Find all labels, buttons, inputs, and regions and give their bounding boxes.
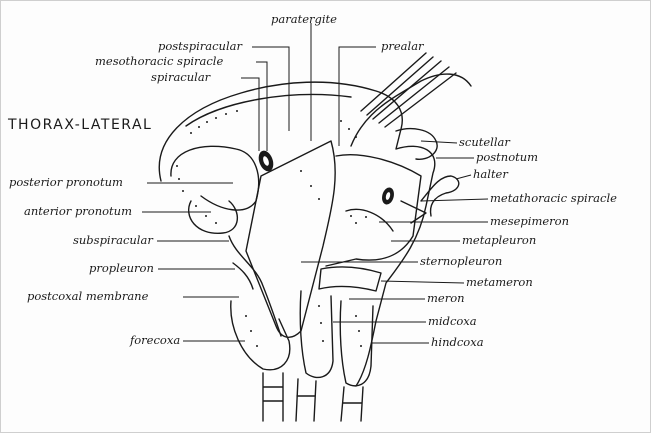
label-posterior-pronotum: posterior pronotum (9, 177, 123, 189)
label-midcoxa: midcoxa (428, 316, 477, 328)
diagram-title: THORAX-LATERAL (8, 117, 152, 133)
hindcoxa-outline (340, 301, 373, 386)
hindleg (341, 387, 363, 421)
halter-shape (421, 176, 459, 216)
thorax-outline (159, 82, 434, 386)
label-scutellar: scutellar (459, 137, 510, 149)
label-mesepimeron: mesepimeron (490, 216, 569, 228)
stippling (176, 110, 367, 347)
posterior-pronotum-outline (171, 146, 259, 210)
propleuron-outline (229, 236, 281, 336)
label-postcoxal-membrane: postcoxal membrane (27, 291, 148, 303)
midleg (296, 379, 316, 421)
label-prealar: prealar (381, 41, 424, 53)
label-meron: meron (427, 293, 465, 305)
scutum-curve (186, 95, 351, 126)
label-metameron: metameron (466, 277, 533, 289)
label-mesothoracic-spiracle: mesothoracic spiracle (95, 56, 223, 68)
sternopleuron-outline (246, 141, 335, 337)
metameron-outline (319, 267, 381, 291)
wing-base (351, 74, 471, 146)
label-paratergite: paratergite (271, 14, 337, 26)
label-metathoracic-spiracle: metathoracic spiracle (490, 193, 617, 205)
mesepimeron-outline (326, 155, 421, 266)
label-halter: halter (473, 169, 508, 181)
label-anterior-pronotum: anterior pronotum (24, 206, 132, 218)
label-forecoxa: forecoxa (130, 335, 180, 347)
label-subspiracular: subspiracular (73, 235, 153, 247)
label-sternopleuron: sternopleuron (420, 256, 502, 268)
label-postspiracular: postspiracular (158, 41, 242, 53)
foreleg (263, 373, 283, 421)
label-postnotum: postnotum (476, 152, 538, 164)
label-hindcoxa: hindcoxa (431, 337, 484, 349)
midcoxa-outline (300, 291, 333, 377)
label-spiracular: spiracular (151, 72, 210, 84)
label-metapleuron: metapleuron (462, 235, 536, 247)
label-propleuron: propleuron (89, 263, 154, 275)
